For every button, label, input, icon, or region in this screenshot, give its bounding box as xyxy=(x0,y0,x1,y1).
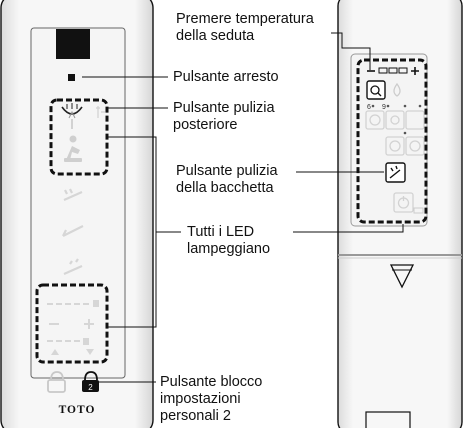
display-window xyxy=(56,29,90,59)
brand-logo: TOTO xyxy=(58,404,96,416)
remote-right: 6 9 xyxy=(337,0,463,433)
down-arrow-icon xyxy=(86,349,94,355)
seat-temp-callout: Premere temperatura della seduta xyxy=(176,11,314,44)
led-highlight-left xyxy=(35,283,109,364)
stop-callout: Pulsante arresto xyxy=(173,69,279,85)
faded-buttons xyxy=(62,188,84,276)
down-triangle-icon[interactable] xyxy=(389,264,415,289)
lock-icon[interactable]: 2 xyxy=(82,371,99,392)
timer-label-6: 6 xyxy=(367,104,371,111)
wand-clean-callout: Pulsante pulizia della bacchetta xyxy=(176,163,278,196)
rear-wash-callout: Pulsante pulizia posteriore xyxy=(173,100,275,133)
lock-callout: Pulsante blocco impostazioni personali 2 xyxy=(160,374,263,424)
rear-wash-icon[interactable] xyxy=(61,103,83,129)
faded-function-icons xyxy=(365,110,425,156)
wand-clean-button[interactable] xyxy=(385,162,406,183)
leader-lines xyxy=(82,32,404,383)
faded-spray-icon xyxy=(96,106,105,118)
control-cluster xyxy=(47,303,94,342)
power-button xyxy=(393,192,414,213)
lock-1-icon xyxy=(47,371,66,393)
stop-icon[interactable] xyxy=(68,74,75,81)
led-highlight-right xyxy=(356,58,428,224)
bidet-icon[interactable] xyxy=(64,135,82,163)
remote-left: 2 xyxy=(0,0,154,433)
svg-text:2: 2 xyxy=(88,383,93,392)
water-drop-icon xyxy=(393,82,401,97)
up-arrow-icon xyxy=(51,349,59,355)
seat-temp-button[interactable] xyxy=(366,80,386,100)
seat-temp-bar xyxy=(367,67,419,75)
timer-label-9: 9 xyxy=(382,104,386,111)
leds-callout: Tutti i LED lampeggiano xyxy=(187,224,271,257)
